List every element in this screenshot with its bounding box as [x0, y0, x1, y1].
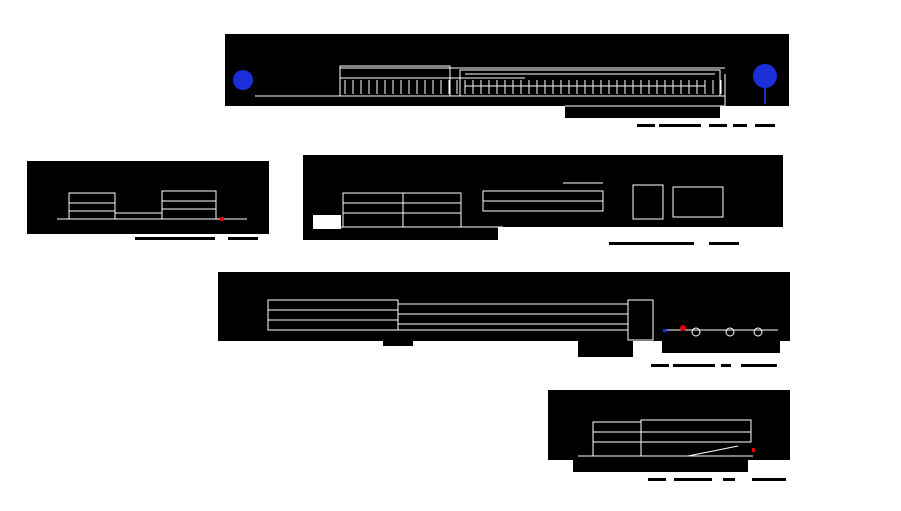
elevation-5-drawing [578, 419, 755, 457]
elevation-4-base-left [383, 338, 413, 346]
blue-marker-icon [663, 329, 667, 332]
red-marker-icon [680, 325, 686, 331]
elevation-2-panel [27, 161, 269, 234]
elevation-3-base [303, 220, 498, 240]
elevation-2-drawing [57, 190, 247, 221]
elevation-5-base [573, 455, 748, 472]
elevation-4-base-far [662, 335, 780, 353]
red-marker-icon [220, 217, 224, 221]
elevation-4-drawing [267, 299, 778, 341]
elevation-1-drawing [233, 64, 777, 108]
elevation-5-title-bar [648, 478, 786, 481]
elevation-3-scale-bar [609, 242, 739, 245]
tree-left-icon [233, 70, 253, 90]
tree-row-icon [691, 327, 763, 337]
elevation-1-linework [255, 65, 726, 108]
elevation-5-panel [548, 390, 790, 460]
elevation-4-base-right [578, 335, 633, 357]
elevation-1-title-bar [637, 124, 775, 127]
elevation-1-windows [344, 80, 722, 94]
red-marker-icon [752, 448, 755, 452]
elevation-4-title-bar [651, 364, 777, 367]
elevation-3-drawing [313, 182, 724, 229]
tree-right-icon [753, 64, 777, 88]
elevation-2-scale-bar [135, 237, 258, 240]
elevation-1-base [565, 100, 720, 118]
